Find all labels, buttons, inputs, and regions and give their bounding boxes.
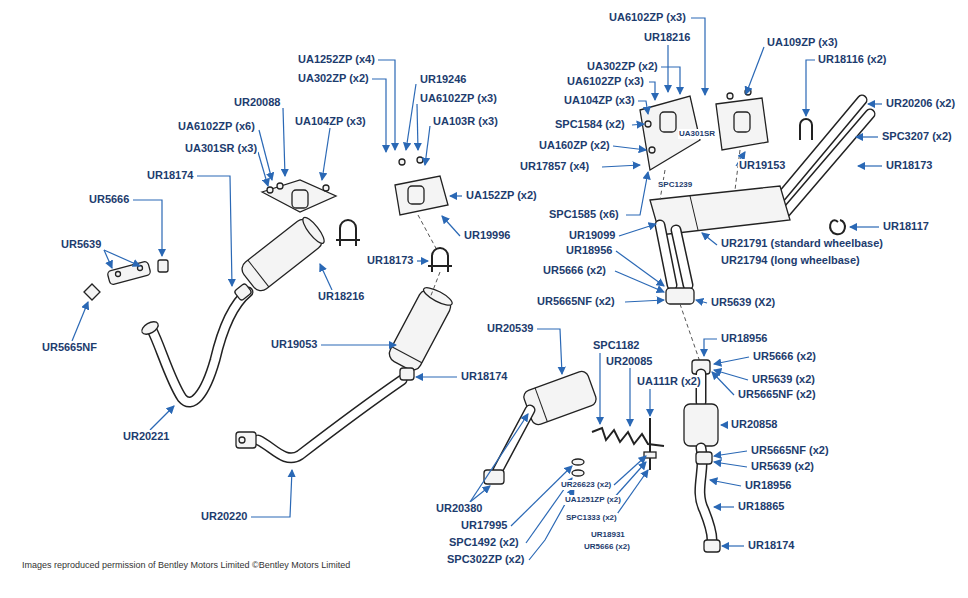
part-number: UR18173 xyxy=(366,254,414,267)
part-number: UR5665NF (x2) xyxy=(750,444,830,457)
part-number: UR17857 (x4) xyxy=(519,160,590,173)
part-number: UA6102ZP (x3) xyxy=(608,11,687,24)
part-number: SPC302ZP (x2) xyxy=(446,553,525,566)
part-number: UR5665NF xyxy=(41,341,98,354)
part-number: UR20206 (x2) xyxy=(885,97,956,110)
part-number: UA104ZP (x3) xyxy=(563,94,636,107)
part-number: UR19099 xyxy=(568,229,616,242)
part-number: UA1252ZP (x4) xyxy=(297,53,376,66)
part-number: UR18216 xyxy=(643,31,691,44)
part-number: UA301SR (x3) xyxy=(184,142,258,155)
part-number: UR26623 (x2) xyxy=(560,480,612,490)
part-number: UR19246 xyxy=(419,73,467,86)
part-number: UA1251ZP (x2) xyxy=(564,495,622,505)
part-number: UR18116 (x2) xyxy=(817,53,888,66)
part-number: UR19053 xyxy=(270,338,318,351)
part-number: UR20221 xyxy=(122,430,170,443)
part-number: UR17995 xyxy=(460,519,508,532)
part-number: UR18174 xyxy=(146,169,194,182)
part-number: UR19996 xyxy=(463,229,511,242)
part-number: UR19153 xyxy=(738,159,786,172)
part-number: UR5666 (x2) xyxy=(583,542,631,552)
part-number: UR18931 xyxy=(590,530,626,540)
part-number: UR18956 xyxy=(720,332,768,345)
part-number: SPC1239 xyxy=(657,180,693,190)
part-number: UR20220 xyxy=(200,510,248,523)
part-number: UA111R (x2) xyxy=(636,375,702,388)
copyright-caption: Images reproduced permission of Bentley … xyxy=(22,560,350,571)
part-number: UA109ZP (x3) xyxy=(766,36,839,49)
part-number: UR5666 (x2) xyxy=(752,350,817,363)
part-number: UR20380 xyxy=(435,502,483,515)
part-number: UA160ZP (x2) xyxy=(538,139,611,152)
part-number: UA152ZP (x2) xyxy=(465,189,538,202)
part-number: SPC1182 xyxy=(592,339,640,352)
part-number: UR20539 xyxy=(486,322,534,335)
part-number: UR20085 xyxy=(605,355,653,368)
part-number: UR5639 (X2) xyxy=(710,296,776,309)
part-number: UR18865 xyxy=(737,500,785,513)
part-number: UR5666 xyxy=(88,193,130,206)
part-number: UA301SR xyxy=(678,129,716,139)
part-number: UR20858 xyxy=(730,418,778,431)
part-number: UR5665NF (x2) xyxy=(536,295,616,308)
part-number: UR18174 xyxy=(460,370,508,383)
part-number: UR5639 (x2) xyxy=(751,373,816,386)
part-number: UA302ZP (x2) xyxy=(586,60,659,73)
part-number: UR5639 (x2) xyxy=(750,460,815,473)
part-number: UA6102ZP (x3) xyxy=(419,92,498,105)
part-number: UR20088 xyxy=(233,96,281,109)
part-number: UR5666 (x2) xyxy=(542,264,607,277)
part-number: UR18173 xyxy=(885,159,933,172)
part-number: UA302ZP (x2) xyxy=(297,72,370,85)
part-number: UA6102ZP (x3) xyxy=(566,75,645,88)
part-number: UR21794 (long wheelbase) xyxy=(720,254,861,267)
part-number: UA103R (x3) xyxy=(432,115,499,128)
part-number: SPC3207 (x2) xyxy=(881,130,953,143)
part-number: UR18956 xyxy=(565,244,613,257)
part-number: SPC1584 (x2) xyxy=(554,118,626,131)
part-number: UR5665NF (x2) xyxy=(737,388,817,401)
part-number: SPC1492 (x2) xyxy=(448,536,520,549)
part-number: UR21791 (standard wheelbase) xyxy=(720,237,884,250)
part-number: UR5639 xyxy=(60,238,102,251)
part-number: UA104ZP (x3) xyxy=(294,115,367,128)
part-number: SPC1333 (x2) xyxy=(565,513,618,523)
part-number: UR18174 xyxy=(747,539,795,552)
part-number: UR18216 xyxy=(317,290,365,303)
part-number: SPC1585 (x6) xyxy=(548,208,620,221)
part-number: UR18956 xyxy=(744,479,792,492)
part-number: UR18117 xyxy=(882,220,930,233)
part-number: UA6102ZP (x6) xyxy=(177,120,256,133)
